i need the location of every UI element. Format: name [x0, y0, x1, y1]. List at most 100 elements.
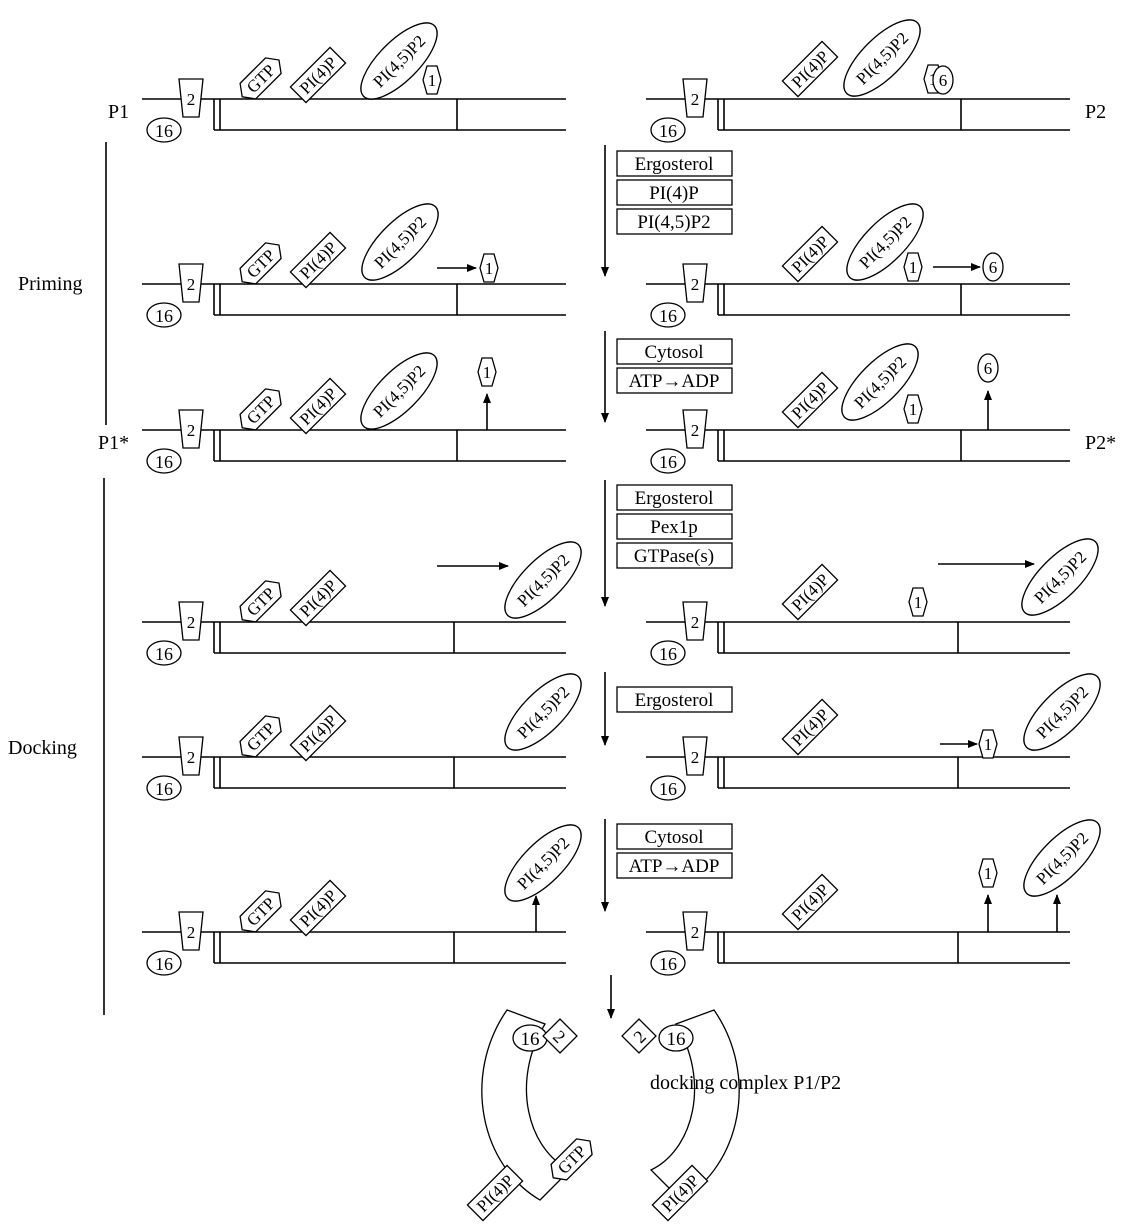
- label-priming: Priming: [18, 273, 82, 295]
- svg-text:Cytosol: Cytosol: [644, 342, 703, 363]
- svg-text:16: 16: [667, 1029, 686, 1050]
- pi4p-label: PI(4)P: [290, 705, 345, 760]
- svg-text:GTPase(s): GTPase(s): [634, 546, 714, 567]
- pex2-pex16-anchor: 216: [147, 912, 203, 975]
- pex6-oval: 6: [933, 66, 953, 94]
- pi45p2-label: PI(4,5)P2: [1011, 528, 1110, 627]
- svg-text:2: 2: [691, 421, 700, 440]
- svg-text:16: 16: [659, 452, 677, 472]
- pi4p-label: PI(4)P: [290, 378, 345, 433]
- svg-text:PI(4)P: PI(4)P: [649, 183, 699, 204]
- pex1-hexagon: 1: [478, 358, 496, 386]
- svg-text:1: 1: [909, 400, 918, 419]
- svg-text:1: 1: [984, 735, 993, 754]
- pi45p2-label: PI(4,5)P2: [1013, 809, 1112, 908]
- svg-text:2: 2: [187, 613, 196, 632]
- pi45p2-label: PI(4,5)P2: [350, 342, 449, 441]
- svg-text:1: 1: [428, 71, 437, 90]
- svg-text:Ergosterol: Ergosterol: [635, 488, 714, 509]
- pex2-pex16-anchor: 216: [147, 79, 203, 142]
- docking-p1-row-a: 2 16: [142, 602, 566, 665]
- gtp-label: GTP: [234, 237, 286, 289]
- pi4p-label: PI(4)P: [782, 564, 837, 619]
- pex2-pex16-anchor: 2 16: [147, 737, 203, 800]
- step-label-box: Ergosterol: [617, 151, 732, 176]
- complex-pex2-left: 2: [543, 1019, 577, 1053]
- primed-p1-row-a: 216: [142, 264, 566, 327]
- svg-text:2: 2: [187, 748, 196, 767]
- svg-text:1: 1: [485, 259, 494, 278]
- step-label-box: PI(4,5)P2: [617, 209, 732, 234]
- pex2-pex16-anchor: 216: [651, 602, 707, 665]
- svg-text:2: 2: [691, 748, 700, 767]
- step-label-box: Ergosterol: [617, 687, 732, 712]
- svg-text:16: 16: [521, 1029, 540, 1050]
- svg-text:2: 2: [691, 923, 700, 942]
- pi45p2-label: PI(4,5)P2: [494, 814, 593, 913]
- pi4p-label: PI(4)P: [782, 372, 837, 427]
- svg-text:2: 2: [691, 90, 700, 109]
- p1-row: 216: [142, 79, 566, 142]
- svg-text:16: 16: [659, 954, 677, 974]
- pex1-hexagon: 1: [979, 730, 997, 758]
- docking-p1-row-b: 2 16: [142, 737, 566, 800]
- pex2-pex16-anchor: 2 16: [651, 264, 707, 327]
- docking-p1-row-c: 216: [142, 912, 566, 975]
- svg-text:6: 6: [989, 258, 998, 277]
- svg-text:2: 2: [187, 275, 196, 294]
- svg-text:6: 6: [939, 71, 948, 90]
- svg-text:1: 1: [909, 258, 918, 277]
- complex-pex2-right: 2: [622, 1019, 656, 1053]
- gtp-label: GTP: [234, 52, 286, 104]
- pex1-hexagon: 1: [904, 395, 922, 423]
- pex1-hexagon: 1: [979, 859, 997, 887]
- gtp-label: GTP: [234, 575, 286, 627]
- pex2-pex16-anchor: 2 16: [651, 912, 707, 975]
- svg-text:Ergosterol: Ergosterol: [635, 690, 714, 711]
- step-4: Ergosterol: [605, 672, 732, 745]
- svg-text:1: 1: [914, 593, 923, 612]
- pi45p2-label: PI(4,5)P2: [1013, 663, 1112, 762]
- svg-text:16: 16: [659, 121, 677, 141]
- step-label-box: PI(4)P: [617, 180, 732, 205]
- pi45p2-label: PI(4,5)P2: [494, 531, 593, 630]
- svg-text:2: 2: [691, 275, 700, 294]
- pex2-pex16-anchor: 2 16: [651, 79, 707, 142]
- docking-p2-row-a: 216: [646, 602, 1070, 665]
- pi4p-label: PI(4)P: [782, 226, 837, 281]
- step-label-box: Pex1p: [617, 514, 732, 539]
- svg-text:16: 16: [659, 779, 677, 799]
- gtp-label: GTP: [234, 885, 286, 937]
- svg-text:16: 16: [659, 306, 677, 326]
- step-label-box: GTPase(s): [617, 543, 732, 568]
- svg-text:16: 16: [155, 452, 173, 472]
- svg-text:1: 1: [984, 864, 993, 883]
- pi45p2-label: PI(4,5)P2: [351, 193, 450, 292]
- svg-text:16: 16: [155, 644, 173, 664]
- svg-text:1: 1: [483, 363, 492, 382]
- pi4p-label: PI(4)P: [290, 570, 345, 625]
- pi4p-label: PI(4)P: [782, 41, 837, 96]
- pex1-hexagon: 1: [904, 253, 922, 281]
- pex1-hexagon: 1: [909, 588, 927, 616]
- svg-text:16: 16: [155, 954, 173, 974]
- svg-text:16: 16: [155, 121, 173, 141]
- label-p1: P1: [108, 101, 129, 123]
- complex-label: docking complex P1/P2: [650, 1072, 841, 1094]
- docking-p2-row-c: 2 16: [646, 912, 1070, 975]
- step-label-box: Ergosterol: [617, 485, 732, 510]
- svg-text:16: 16: [155, 779, 173, 799]
- complex-pex16-left: 16: [513, 1025, 547, 1051]
- svg-text:Cytosol: Cytosol: [644, 827, 703, 848]
- step-label-box: ATP→ADP: [617, 853, 732, 878]
- pi4p-label: PI(4)P: [782, 874, 837, 929]
- svg-text:2: 2: [187, 421, 196, 440]
- pi45p2-label: PI(4,5)P2: [494, 663, 593, 762]
- step-label-box: Cytosol: [617, 339, 732, 364]
- docking-complex: 16 2 2 16 docking complex P1/P2 PI(4)P G…: [467, 1010, 841, 1221]
